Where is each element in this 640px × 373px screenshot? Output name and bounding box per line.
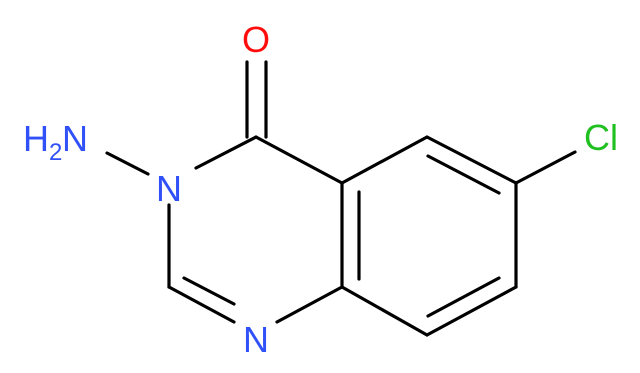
bond-c4-n3 <box>194 135 258 170</box>
n3-label: N <box>156 168 182 209</box>
bond-c5-c6 <box>425 135 518 185</box>
bond-c7-c8-inner <box>426 276 501 318</box>
amino-subscript: 2 <box>49 139 62 166</box>
bond-c8-c8a <box>340 285 429 337</box>
bond-c2-n1 <box>167 285 236 324</box>
bond-c7-c8 <box>425 285 518 337</box>
chlorine-label: Cl <box>584 117 618 158</box>
amino-n-label: N <box>62 118 88 159</box>
bond-c2-n1-double <box>182 276 236 306</box>
bond-c4a-c4 <box>254 135 344 185</box>
amino-h-label: H <box>23 118 49 159</box>
bond-c6-cl <box>514 150 577 185</box>
bond-n3-nh2 <box>105 151 150 176</box>
bond-n1-c8a <box>275 285 344 324</box>
bond-c4a-c5 <box>340 135 429 185</box>
n1-label: N <box>243 319 269 360</box>
bond-c5-c6-inner <box>426 154 501 195</box>
oxygen-label: O <box>242 19 270 60</box>
